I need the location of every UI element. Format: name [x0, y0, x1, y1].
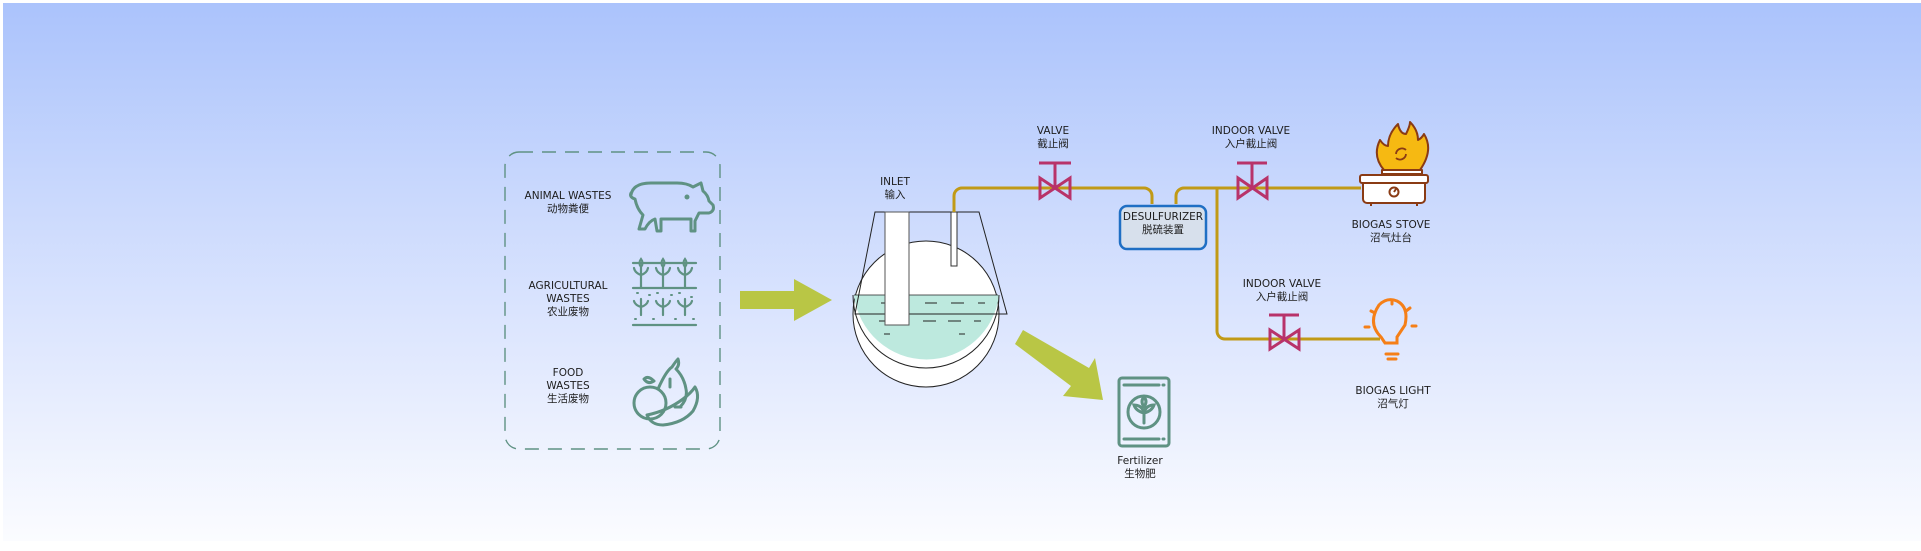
feed-arrow — [740, 279, 832, 321]
label-fertilizer: Fertilizer 生物肥 — [1117, 455, 1163, 480]
pig-icon — [629, 181, 715, 233]
crops-icon — [631, 257, 698, 327]
desulfurizer-unit — [1118, 204, 1208, 251]
light-valve-icon[interactable] — [1268, 313, 1301, 352]
label-inlet: INLET 输入 — [880, 176, 910, 201]
label-agricultural-wastes: AGRICULTURAL WASTES 农业废物 — [528, 280, 608, 318]
stove-valve-icon[interactable] — [1236, 161, 1269, 201]
digester-tank — [852, 211, 1008, 388]
label-food-wastes: FOOD WASTES 生活废物 — [546, 367, 590, 405]
fertilizer-bag-icon — [1117, 376, 1171, 448]
fruit-vegetable-icon — [632, 357, 700, 427]
inputs-group-box — [504, 151, 721, 450]
label-indoor-valve-stove: INDOOR VALVE 入户截止阀 — [1211, 125, 1291, 150]
label-valve: VALVE 截止阀 — [1036, 125, 1070, 150]
diagram-canvas: ANIMAL WASTES 动物粪便 AGRICULTURAL WASTES 农… — [3, 3, 1921, 541]
label-indoor-valve-light: INDOOR VALVE 入户截止阀 — [1242, 278, 1322, 303]
diagram-svg — [504, 121, 1430, 450]
label-animal-wastes: ANIMAL WASTES 动物粪便 — [524, 190, 612, 215]
label-biogas-stove: BIOGAS STOVE 沼气灶台 — [1351, 219, 1431, 244]
fertilizer-arrow — [1015, 330, 1103, 400]
inlet-pipe — [884, 211, 910, 326]
biogas-stove-icon — [1359, 121, 1430, 206]
label-biogas-light: BIOGAS LIGHT 沼气灯 — [1355, 385, 1431, 410]
biogas-light-icon — [1363, 298, 1418, 361]
label-desulfurizer: DESULFURIZER 脱硫装置 — [1122, 211, 1204, 236]
gas-outlet-pipe — [950, 211, 958, 267]
main-valve-icon[interactable] — [1038, 161, 1072, 201]
